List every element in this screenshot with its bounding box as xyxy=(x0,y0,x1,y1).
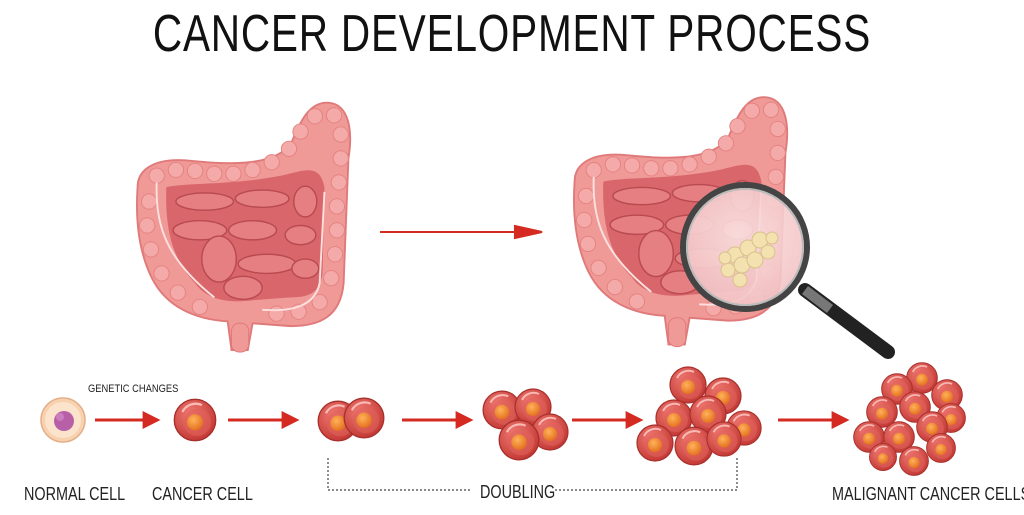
doubling-bracket xyxy=(327,458,738,491)
eight-cells-cluster xyxy=(636,366,763,466)
four-cells-cluster xyxy=(482,388,569,461)
two-cells-cluster xyxy=(317,397,385,442)
healthy-intestine-illustration xyxy=(135,101,352,353)
malignant-cancer-cells-label: MALIGNANT CANCER CELLS xyxy=(832,484,1024,504)
tumor-cluster xyxy=(718,231,779,288)
malignant-cells-cluster xyxy=(852,361,967,477)
genetic-changes-label: GENETIC CHANGES xyxy=(88,383,179,395)
page-title: CANCER DEVELOPMENT PROCESS xyxy=(152,5,872,63)
cancer-cell-label: CANCER CELL xyxy=(152,484,253,504)
normal-cell-icon xyxy=(40,397,86,443)
cancer-cell-icon xyxy=(173,398,217,442)
progression-arrow xyxy=(380,224,543,240)
magnifier-icon xyxy=(680,182,895,359)
normal-cell-label: NORMAL CELL xyxy=(24,484,126,504)
doubling-label: DOUBLING xyxy=(480,482,556,502)
